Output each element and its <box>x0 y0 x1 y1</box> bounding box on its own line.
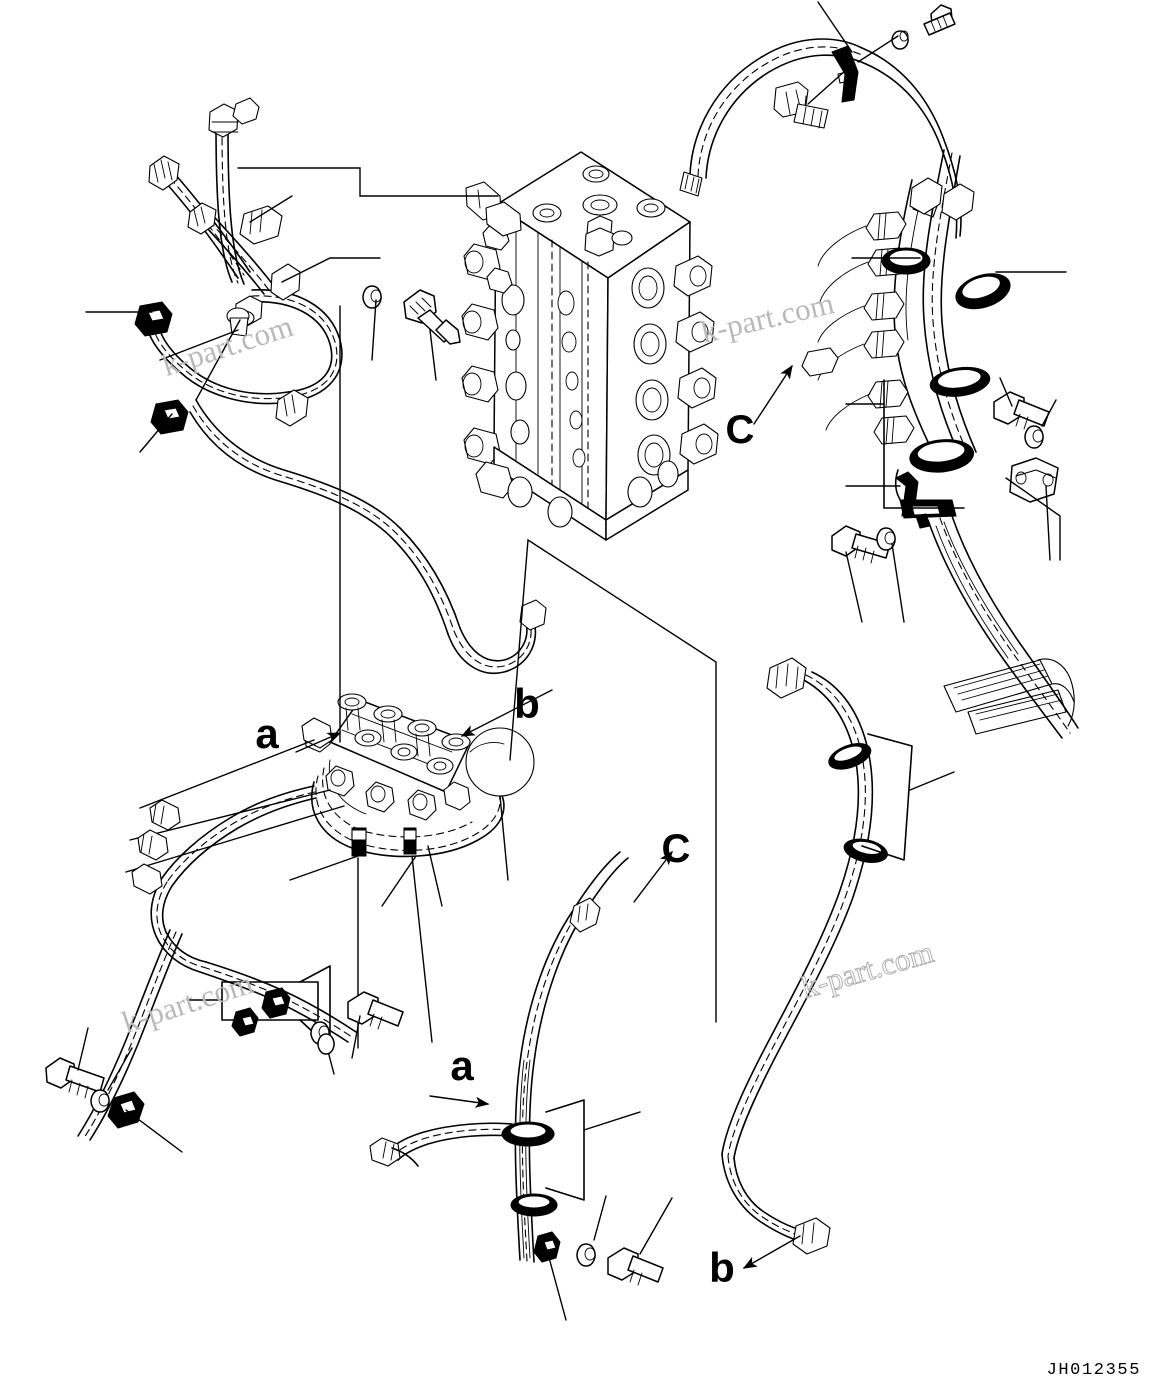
callout-letter-a: a <box>450 1042 474 1089</box>
clamp-band-1 <box>881 247 931 275</box>
bolt-5 <box>45 1027 105 1099</box>
washer-4 <box>90 1047 133 1113</box>
elbow-fitting <box>239 205 283 245</box>
valve-right-ports <box>631 255 719 476</box>
callout-letter-C: C <box>662 827 691 871</box>
valve-top-left-fitting <box>465 181 522 237</box>
clamp-band-2 <box>955 273 1011 310</box>
hose-lower-center-bundle <box>369 851 673 1321</box>
bolt-3 <box>831 525 891 623</box>
callout-arrows <box>295 364 801 1269</box>
bolt-bottom <box>607 1197 673 1286</box>
clamp-band-bundle-1 <box>501 1121 555 1147</box>
hose-lower-left-group <box>45 785 404 1153</box>
pilot-valve-block <box>125 305 717 1049</box>
washer-1 <box>362 285 382 361</box>
bracket-small-top <box>773 81 829 129</box>
clamp-u-bracket <box>894 469 957 529</box>
hose-lower-right <box>721 657 955 1255</box>
callout-letter-b: b <box>709 1244 735 1291</box>
clamp-band-3 <box>929 366 991 397</box>
hose-fan-ends <box>943 658 1075 735</box>
valve-left-spools <box>461 243 501 465</box>
washer-3 <box>1024 399 1057 449</box>
control-valve-block <box>237 151 719 541</box>
washer-bottom <box>576 1195 607 1267</box>
callout-letter-b: b <box>514 680 540 727</box>
clamp-right-1 <box>828 743 872 770</box>
clamp-band-bundle-2 <box>510 1193 558 1217</box>
drawing-number: JH012355 <box>1046 1361 1141 1380</box>
hose-upper-right-bundle <box>801 149 1079 739</box>
callout-letter-a: a <box>255 710 279 757</box>
clamp-band-4 <box>909 439 975 473</box>
clamp-right-2 <box>843 838 888 863</box>
bolt-2 <box>403 289 461 381</box>
bolt-1 <box>891 4 956 50</box>
washer-2 <box>876 527 905 623</box>
callout-letters: a b C C a b <box>255 408 754 1291</box>
hose-upper-left-group <box>85 97 547 674</box>
callout-letter-C: C <box>726 408 755 452</box>
bracket-angle <box>1009 457 1059 561</box>
valve-top-plug <box>584 215 633 257</box>
bolt-4 <box>993 377 1050 430</box>
washer-6 <box>317 1033 335 1055</box>
bolt-6 <box>347 991 404 1059</box>
